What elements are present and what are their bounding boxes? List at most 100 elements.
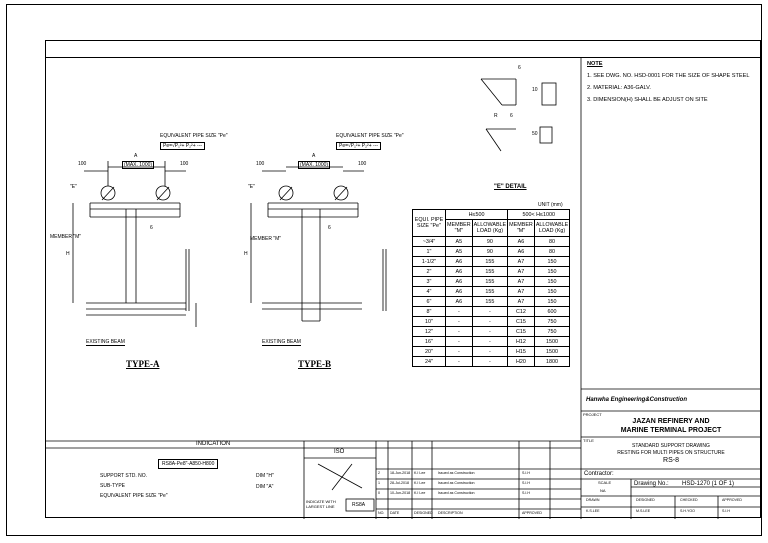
table-cell: 1500 xyxy=(533,346,571,357)
table-cell: A7 xyxy=(507,276,535,287)
type-b-member: MEMBER "M" xyxy=(250,236,282,242)
revision-cell: S.I.H xyxy=(522,491,530,495)
company-logo: Hanwha Engineering&Construction xyxy=(586,397,688,403)
type-b-ref-e: "E" xyxy=(248,184,255,190)
table-cell: A6 xyxy=(445,296,473,307)
table-unit: UNIT (mm) xyxy=(538,202,563,208)
type-a-dim-100-left: 100 xyxy=(78,161,87,167)
notes-title: NOTE xyxy=(587,61,603,67)
table-allow-1: ALLOWABLE LOAD (Kg) xyxy=(471,219,509,237)
table-cell: 10" xyxy=(412,316,446,327)
table-cell: C15 xyxy=(507,326,535,337)
table-cell: A6 xyxy=(507,236,535,247)
indication-title: INDICATION xyxy=(196,441,231,447)
table-cell: - xyxy=(471,346,509,357)
note-2: 2. MATERIAL: A36-GALV. xyxy=(587,85,651,91)
drawing-no: HSD-1270 (1 OF 1) xyxy=(682,481,735,487)
revision-cell: 1 xyxy=(378,481,380,485)
type-b-label: TYPE-B xyxy=(298,359,332,369)
type-a-dim-max: (MAX. 1000) xyxy=(122,161,155,169)
type-a-weld: 6 xyxy=(150,225,153,231)
type-a-dim-a: A xyxy=(134,153,138,159)
type-b-dim-a: A xyxy=(312,153,316,159)
table-cell: 150 xyxy=(533,286,571,297)
table-cell: A5 xyxy=(445,246,473,257)
iso-indicate: INDICATE WITH LARGEST LINE xyxy=(306,499,336,509)
detail-label: "E" DETAIL xyxy=(494,184,527,190)
table-cell: 750 xyxy=(533,316,571,327)
table-cell: - xyxy=(445,336,473,347)
title-line-3: RS-8 xyxy=(663,457,679,464)
sign-header: DESIGNED xyxy=(636,498,655,502)
revision-cell: Issued as Construction xyxy=(438,471,475,475)
revision-cell: K.I Lee xyxy=(414,491,426,495)
table-cell: 6" xyxy=(412,296,446,307)
table-cell: A7 xyxy=(507,256,535,267)
revision-cell: 2 xyxy=(378,471,380,475)
revision-cell: 28-Jul-2018 xyxy=(390,481,409,485)
revision-cell: Issued as Construction xyxy=(438,491,475,495)
sign-value: M.S.LEE xyxy=(636,509,651,513)
table-cell: A6 xyxy=(445,286,473,297)
scale-value: NA xyxy=(600,488,606,493)
revision-cell: S.I.H xyxy=(522,471,530,475)
title-label: TITLE xyxy=(583,438,594,443)
table-cell: 3" xyxy=(412,276,446,287)
type-a-dim-h: H xyxy=(66,251,70,257)
sign-header: DRAWN xyxy=(586,498,600,502)
indication-subtype: SUB-TYPE xyxy=(100,483,126,489)
table-cell: C15 xyxy=(507,316,535,327)
table-cell: A7 xyxy=(507,296,535,307)
detail-d1: 10 xyxy=(532,87,538,93)
table-cell: 24" xyxy=(412,356,446,367)
table-range2: 500< H≤1000 xyxy=(507,209,571,220)
table-cell: A6 xyxy=(445,276,473,287)
title-line-1: STANDARD SUPPORT DRAWING xyxy=(632,443,710,449)
table-cell: 90 xyxy=(471,236,509,247)
drawing-no-label: Drawing No.: xyxy=(634,481,669,487)
note-3: 3. DIMENSION(H) SHALL BE ADJUST ON SITE xyxy=(587,97,708,103)
table-cell: 1-1/2" xyxy=(412,256,446,267)
table-cell: 155 xyxy=(471,286,509,297)
drawing-canvas xyxy=(46,57,762,519)
table-cell: 150 xyxy=(533,266,571,277)
revision-header: NO. xyxy=(378,511,385,515)
table-cell: 4" xyxy=(412,286,446,297)
table-cell: 20" xyxy=(412,346,446,357)
type-b-weld: 6 xyxy=(328,225,331,231)
table-cell: 2" xyxy=(412,266,446,277)
table-cell: - xyxy=(471,306,509,317)
table-cell: C12 xyxy=(507,306,535,317)
revision-header: DATE xyxy=(390,511,400,515)
table-cell: 150 xyxy=(533,296,571,307)
table-cell: 80 xyxy=(533,236,571,247)
table-cell: A6 xyxy=(507,246,535,257)
indication-support-std: SUPPORT STD. NO. xyxy=(100,473,148,479)
table-range1: H≤500 xyxy=(444,209,509,220)
indication-dim-h: DIM "H" xyxy=(256,473,274,479)
table-cell: 155 xyxy=(471,296,509,307)
sign-value: K.S.LEE xyxy=(586,509,600,513)
table-member-2: MEMBER "M" xyxy=(507,219,535,237)
table-cell: 1500 xyxy=(533,336,571,347)
project-label: PROJECT xyxy=(583,412,602,417)
detail-weld-b: 6 xyxy=(510,113,513,119)
table-cell: 80 xyxy=(533,246,571,257)
type-a-formula: Pe=√P₁²+ P₂²+ --- xyxy=(160,142,206,150)
type-b-dim-h: H xyxy=(244,251,248,257)
revision-cell: 18-Jun-2018 xyxy=(390,471,411,475)
iso-tag: RS8A xyxy=(352,502,366,508)
table-allow-2: ALLOWABLE LOAD (Kg) xyxy=(533,219,571,237)
type-a-equiv-pipe: EQUIVALENT PIPE SIZE "Pe" xyxy=(160,133,228,139)
table-cell: ~3/4" xyxy=(412,236,446,247)
project-line-2: MARINE TERMINAL PROJECT xyxy=(620,427,722,434)
detail-d2: 50 xyxy=(532,131,538,137)
